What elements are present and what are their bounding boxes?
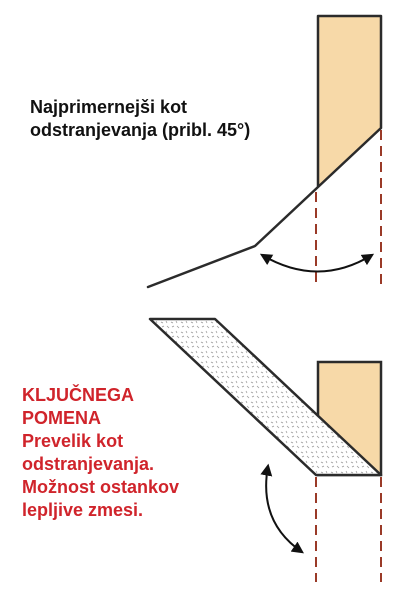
optimal-angle-illustration — [146, 14, 383, 289]
caption-line: Najprimernejši kot — [30, 97, 188, 117]
warning-text-line: odstranjevanja. — [22, 454, 155, 474]
optimal-angle-caption: Najprimernejši kot odstranjevanja (pribl… — [30, 96, 250, 142]
excessive-angle-illustration — [148, 317, 383, 582]
warning-text-line: Možnost ostankov — [22, 477, 180, 497]
caption-line: odstranjevanja (pribl. 45°) — [30, 120, 251, 140]
adhesive-residue-strip — [148, 317, 383, 477]
angle-arrow-excessive — [260, 463, 304, 554]
angle-arrow-optimal — [259, 253, 375, 273]
tape-strip-optimal — [146, 14, 383, 289]
warning-text-line: lepljive zmesi. — [22, 500, 144, 520]
warning-text-line: Prevelik kot — [22, 431, 124, 451]
warning-heading-line: KLJUČNEGA — [22, 385, 135, 405]
warning-heading-line: POMENA — [22, 408, 102, 428]
warning-caption: KLJUČNEGA POMENA Prevelik kot odstranjev… — [22, 384, 179, 522]
